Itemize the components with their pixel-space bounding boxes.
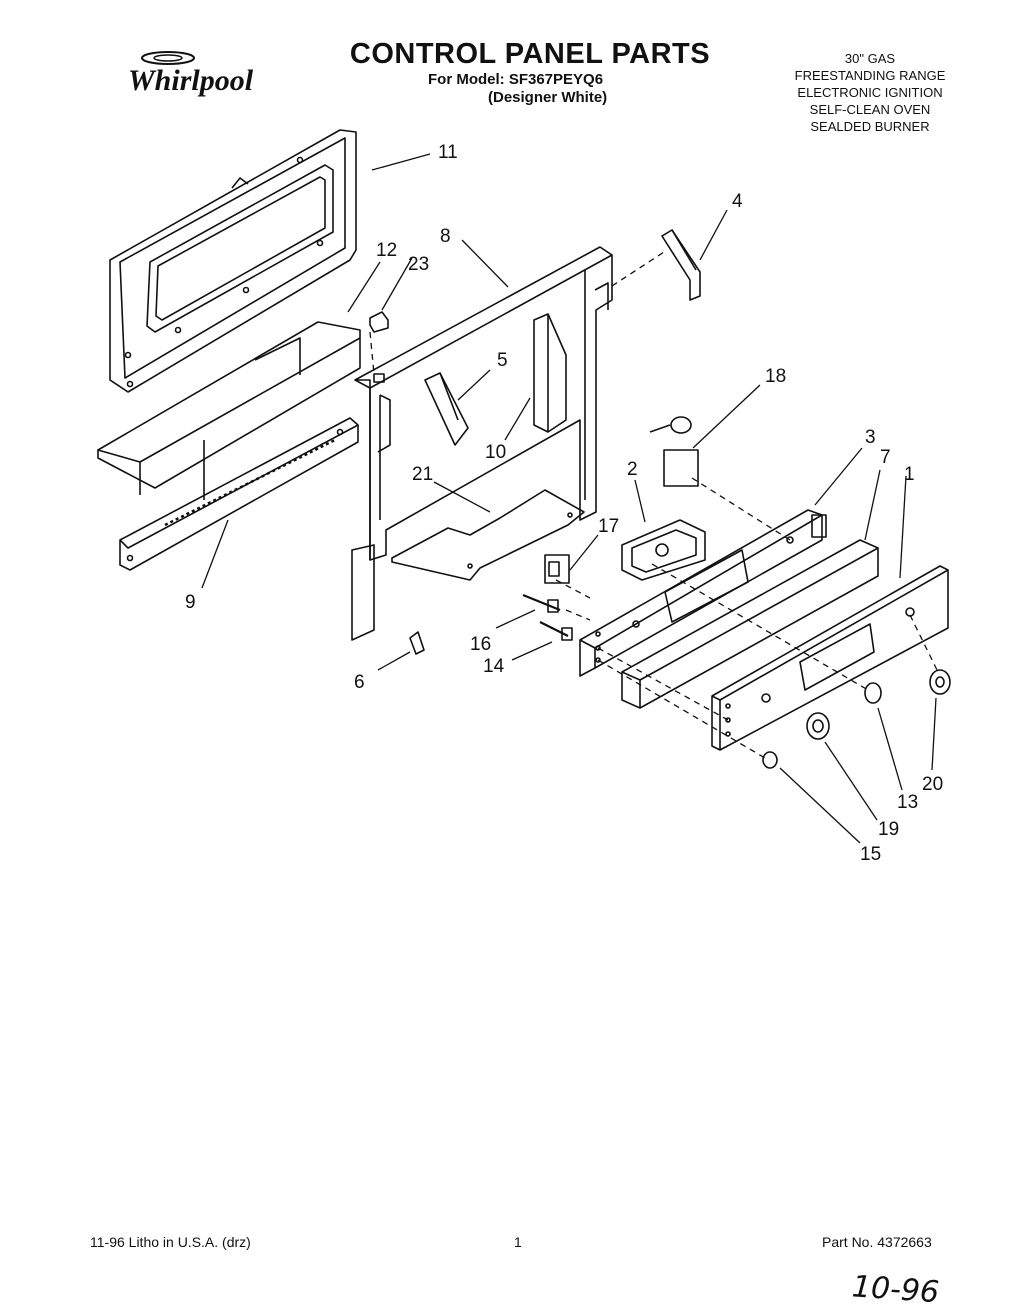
part-14-valve [539,621,573,641]
page-number: 1 [514,1234,522,1250]
part-20-knob [929,669,951,695]
part-9-vent-bracket [119,417,359,571]
print-info: 11-96 Litho in U.S.A. (drz) [90,1234,251,1250]
part-4-end-bracket [661,229,701,301]
part-15-knob-insert [762,751,778,769]
spec-line: FREESTANDING RANGE [794,68,946,83]
part-2-display [621,519,706,581]
callout-21: 21 [412,464,433,485]
callout-3: 3 [865,427,876,448]
callout-9: 9 [185,592,196,613]
handwritten-date: 10-96 [851,1269,940,1310]
callout-8: 8 [440,226,451,247]
callout-7: 7 [880,447,891,468]
callout-labels: 11 12 23 8 4 5 10 18 3 7 1 2 21 17 9 16 … [185,142,943,865]
part-12-insulation [97,321,361,500]
part-1-front-panel [711,565,949,751]
callout-15: 15 [860,844,881,865]
part-17-switch [544,554,570,584]
callout-13: 13 [897,792,918,813]
callout-leaders [201,153,937,844]
callout-11: 11 [438,142,458,163]
product-spec: 30" GAS FREESTANDING RANGE ELECTRONIC IG… [770,50,970,135]
callout-20: 20 [922,774,943,795]
callout-16: 16 [470,634,491,655]
callout-1: 1 [904,464,915,485]
whirlpool-logo: Whirlpool [128,51,254,97]
page-title: CONTROL PANEL PARTS [349,38,711,70]
svg-text:Whirlpool: Whirlpool [128,64,254,97]
part-16-valve [522,593,561,613]
part-10-vertical-bracket [533,313,567,433]
assembly-guide-lines [369,251,939,759]
callout-4: 4 [732,191,743,212]
model-info: For Model: SF367PEYQ6 (Designer White) [428,71,607,107]
callout-14: 14 [483,656,505,677]
model-number: For Model: SF367PEYQ6 [428,71,604,88]
spec-line: SELF-CLEAN OVEN [809,102,931,117]
part-11-rear-shield [109,129,357,393]
part-3-back-panel [579,509,827,677]
part-6-clip [409,631,425,655]
part-13-knob [864,682,882,704]
spec-line: ELECTRONIC IGNITION [797,85,943,100]
callout-2: 2 [627,459,638,480]
callout-17: 17 [598,516,619,537]
part-number: Part No. 4372663 [822,1234,932,1250]
callout-12: 12 [376,240,397,261]
callout-23: 23 [408,254,429,275]
part-18-selector-switch [649,416,699,487]
part-21-plate [391,489,585,581]
callout-6: 6 [354,672,365,693]
part-5-support [424,372,469,446]
spec-line: SEALDED BURNER [810,119,930,134]
svg-text:10-96: 10-96 [851,1269,940,1310]
model-variant: (Designer White) [488,89,608,106]
callout-5: 5 [497,350,508,371]
part-8-control-frame [351,246,613,641]
callout-19: 19 [878,819,899,840]
spec-line: 30" GAS [844,51,896,66]
callout-10: 10 [485,442,506,463]
part-19-knob [806,712,830,740]
part-23-clip [369,311,389,333]
callout-18: 18 [765,366,786,387]
